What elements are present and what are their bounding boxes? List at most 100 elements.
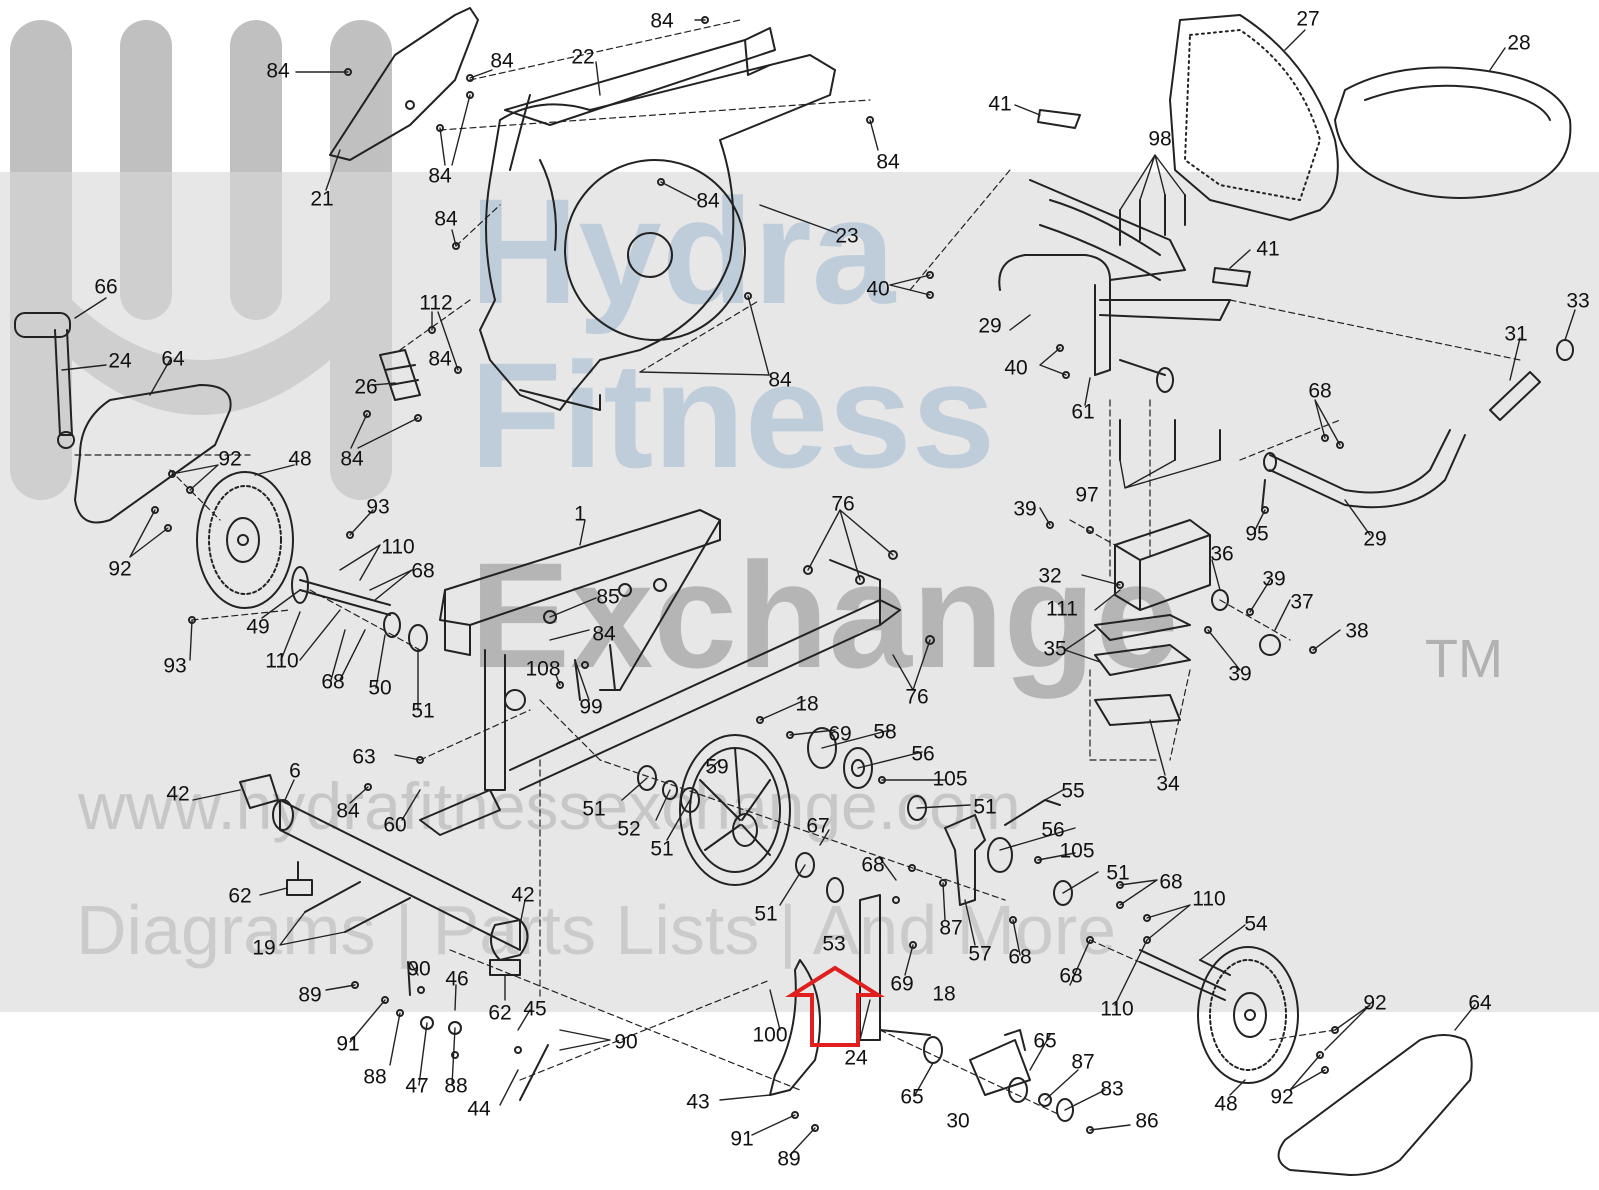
part-callout-41: 41 xyxy=(1256,238,1279,261)
part-callout-55: 55 xyxy=(1061,780,1084,803)
part-callout-27: 27 xyxy=(1296,8,1319,31)
part-callout-28: 28 xyxy=(1507,32,1530,55)
part-callout-110: 110 xyxy=(381,536,414,559)
part-callout-26: 26 xyxy=(354,376,377,399)
watermark-line-2: Fitness xyxy=(470,331,996,499)
assembly-dashed-lines xyxy=(74,19,1521,1116)
part-callout-32: 32 xyxy=(1038,565,1061,588)
shroud-top-22 xyxy=(504,27,776,171)
part-callout-68: 68 xyxy=(411,560,434,583)
part-callout-56: 56 xyxy=(911,743,934,766)
part-callout-84: 84 xyxy=(266,60,290,83)
part-callout-39: 39 xyxy=(1228,663,1251,686)
watermark-tagline: Diagrams | Parts Lists | And More xyxy=(76,891,1117,969)
part-callout-84: 84 xyxy=(696,190,720,213)
part-callout-38: 38 xyxy=(1345,620,1368,643)
part-callout-52: 52 xyxy=(617,818,640,841)
part-callout-99: 99 xyxy=(579,696,602,719)
part-callout-67: 67 xyxy=(806,815,829,838)
flywheel-48-right xyxy=(1197,946,1299,1084)
part-callout-110: 110 xyxy=(1192,888,1225,911)
crank-arm-right xyxy=(826,877,931,1041)
part-callout-31: 31 xyxy=(1504,323,1527,346)
part-callout-86: 86 xyxy=(1135,1110,1158,1133)
highlight-arrow xyxy=(785,965,885,1047)
part-callout-53: 53 xyxy=(822,933,845,956)
part-callout-51: 51 xyxy=(650,838,673,861)
small-hardware xyxy=(151,16,1344,1134)
part-callout-84: 84 xyxy=(428,348,452,371)
part-callout-48: 48 xyxy=(1214,1093,1237,1116)
part-callout-57: 57 xyxy=(968,943,991,966)
part-callout-83: 83 xyxy=(1100,1078,1123,1101)
part-callout-112: 112 xyxy=(419,292,452,315)
part-callout-65: 65 xyxy=(900,1086,923,1109)
part-callout-23: 23 xyxy=(835,225,858,248)
part-callout-22: 22 xyxy=(571,46,594,69)
handlebar-29 xyxy=(1263,429,1466,509)
part-callout-92: 92 xyxy=(218,448,241,471)
part-callout-42: 42 xyxy=(511,884,534,907)
part-callout-50: 50 xyxy=(368,677,391,700)
seat-rail-assembly xyxy=(1094,519,1281,726)
seat-back-27 xyxy=(1169,14,1339,221)
part-callout-87: 87 xyxy=(939,917,962,940)
watermark-line-1: Hydra xyxy=(470,167,896,335)
crank-arm-left xyxy=(14,312,75,449)
part-callout-84: 84 xyxy=(768,369,792,392)
part-callout-58: 58 xyxy=(873,721,896,744)
part-callout-90: 90 xyxy=(407,958,430,981)
part-callout-92: 92 xyxy=(1270,1086,1293,1109)
part-callout-88: 88 xyxy=(363,1066,386,1089)
part-callout-64: 64 xyxy=(1468,992,1492,1015)
bolts-19 xyxy=(304,881,411,933)
part-callout-85: 85 xyxy=(596,586,619,609)
part-callout-51: 51 xyxy=(973,796,996,819)
part-callout-63: 63 xyxy=(352,746,375,769)
cushion-41-top xyxy=(1037,109,1081,129)
part-callout-19: 19 xyxy=(252,937,275,960)
idler-58-56 xyxy=(807,727,873,789)
part-callout-105: 105 xyxy=(1059,840,1094,863)
part-callout-6: 6 xyxy=(289,760,301,783)
part-callout-30: 30 xyxy=(946,1110,969,1133)
part-callout-34: 34 xyxy=(1156,773,1180,796)
flywheel-48-left xyxy=(196,471,294,609)
part-callout-84: 84 xyxy=(490,50,514,73)
part-callout-68: 68 xyxy=(1159,871,1182,894)
part-callout-66: 66 xyxy=(94,276,117,299)
part-callout-69: 69 xyxy=(828,723,851,746)
part-callout-18: 18 xyxy=(795,693,818,716)
grip-31 xyxy=(1489,371,1541,421)
part-callout-68: 68 xyxy=(321,671,344,694)
part-callout-62: 62 xyxy=(228,885,251,908)
part-callout-84: 84 xyxy=(336,800,360,823)
main-frame-1 xyxy=(419,509,901,836)
part-callout-59: 59 xyxy=(705,756,728,779)
part-callout-49: 49 xyxy=(246,616,269,639)
part-callout-84: 84 xyxy=(592,623,616,646)
part-callout-88: 88 xyxy=(444,1075,467,1098)
axle-54 xyxy=(1139,949,1231,1001)
part-callout-40: 40 xyxy=(866,278,889,301)
part-callout-35: 35 xyxy=(1043,638,1066,661)
part-callout-40: 40 xyxy=(1004,357,1027,380)
seat-28 xyxy=(1334,66,1572,199)
stabilizer-6 xyxy=(239,774,529,961)
part-callout-68: 68 xyxy=(1059,965,1082,988)
part-callout-110: 110 xyxy=(265,650,298,673)
part-callout-92: 92 xyxy=(108,558,131,581)
part-callout-69: 69 xyxy=(890,973,913,996)
part-callout-46: 46 xyxy=(445,968,468,991)
part-callout-97: 97 xyxy=(1075,484,1098,507)
part-callout-87: 87 xyxy=(1071,1051,1094,1074)
part-callout-89: 89 xyxy=(777,1148,800,1171)
pulley-59 xyxy=(679,734,791,886)
part-callout-110: 110 xyxy=(1100,998,1133,1021)
part-callout-51: 51 xyxy=(582,798,605,821)
watermark-trademark: TM xyxy=(1425,629,1503,689)
part-callout-54: 54 xyxy=(1244,913,1268,936)
part-callout-42: 42 xyxy=(166,783,189,806)
axle-49 xyxy=(291,566,428,652)
